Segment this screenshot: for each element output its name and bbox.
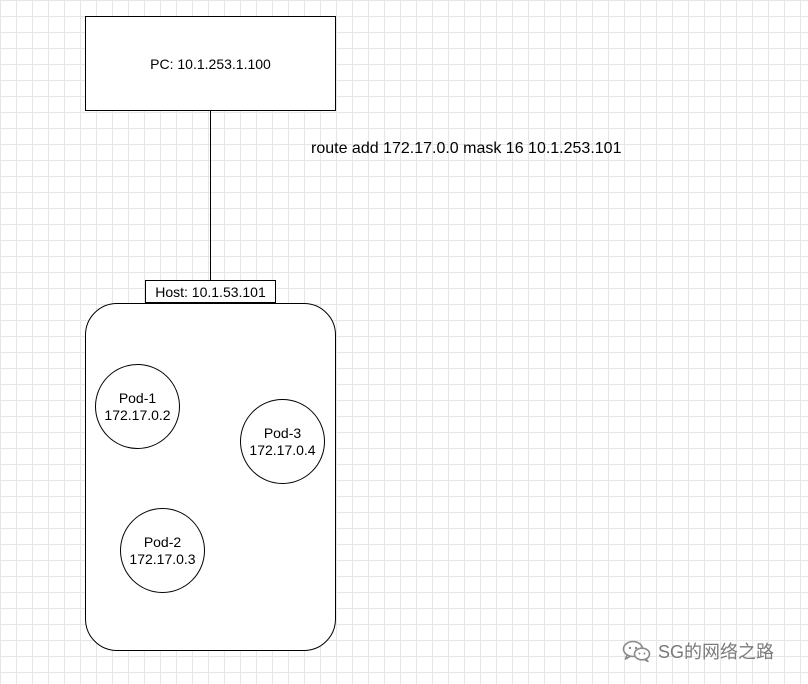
pod-ip: 172.17.0.2 [104,406,171,423]
watermark-text: SG的网络之路 [658,642,775,662]
pod-3-node: Pod-3 172.17.0.4 [240,399,325,484]
host-label: Host: 10.1.53.101 [145,280,276,303]
pc-host-link [210,111,211,281]
pod-ip: 172.17.0.3 [129,550,196,567]
watermark: SG的网络之路 [622,638,774,664]
pod-ip: 172.17.0.4 [249,441,316,458]
pc-label: PC: 10.1.253.1.100 [150,55,271,72]
route-command-text: route add 172.17.0.0 mask 16 10.1.253.10… [311,140,622,157]
pod-1-node: Pod-1 172.17.0.2 [95,364,180,449]
pod-2-node: Pod-2 172.17.0.3 [120,508,205,593]
pod-name: Pod-2 [143,533,182,550]
pc-node: PC: 10.1.253.1.100 [85,16,336,111]
pod-name: Pod-3 [263,424,302,441]
host-label-text: Host: 10.1.53.101 [155,283,266,300]
wechat-icon [622,640,651,663]
pod-name: Pod-1 [118,389,157,406]
